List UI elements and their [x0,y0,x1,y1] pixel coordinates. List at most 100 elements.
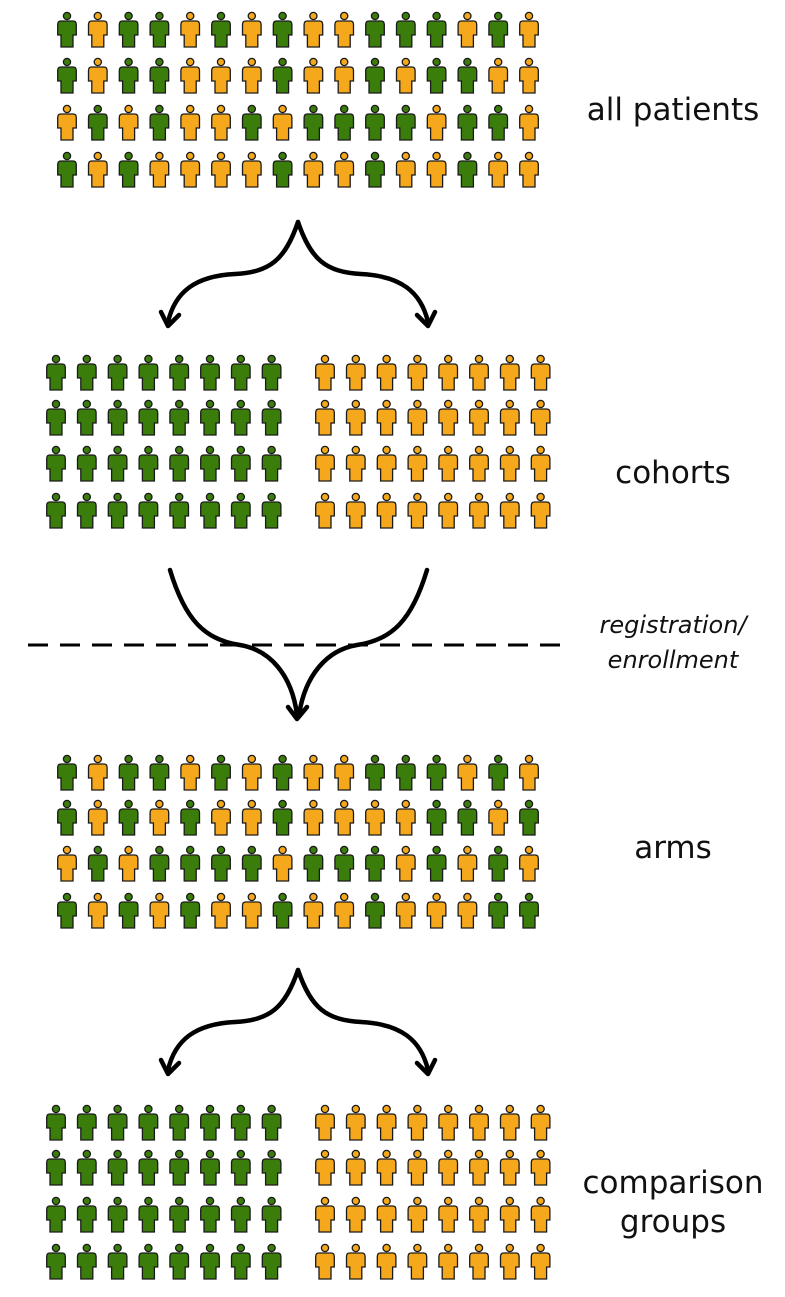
person-icon [272,57,293,94]
person-icon [395,845,416,882]
person-icon [200,1104,220,1141]
person-icon [426,892,447,929]
person-icon [303,151,324,188]
person-icon [200,492,220,529]
person-icon [426,799,447,836]
person-icon [261,1243,282,1280]
person-icon [138,354,159,391]
person-icon [488,845,509,882]
person-icon [76,445,97,482]
person-icon [365,754,385,791]
person-icon [457,57,478,94]
person-icon [365,57,385,94]
person-icon [107,1104,128,1141]
person-icon [200,354,220,391]
person-icon [365,151,385,188]
person-icon [87,11,108,48]
person-icon [376,1104,397,1141]
person-icon [345,445,366,482]
person-icon [426,104,447,141]
person-icon [519,151,539,188]
person-icon [365,845,385,882]
person-icon [365,799,385,836]
person-icon [261,492,282,529]
person-icon [107,1243,128,1280]
person-icon [57,754,77,791]
person-icon [457,104,478,141]
person-icon [395,799,416,836]
cohort-orange-grid [315,354,551,529]
person-icon [261,399,282,436]
person-icon [407,445,428,482]
person-icon [76,354,97,391]
label-arms: arms [634,830,712,866]
person-icon [519,845,539,882]
label-comparison: comparison [582,1165,763,1201]
person-icon [261,1196,282,1233]
person-icon [46,445,66,482]
person-icon [57,151,77,188]
person-icon [272,11,293,48]
person-icon [169,445,190,482]
person-icon [76,1243,97,1280]
person-icon [469,399,489,436]
person-icon [530,1149,551,1186]
person-icon [303,892,324,929]
person-icon [519,754,539,791]
comparison-orange-grid [315,1104,551,1280]
person-icon [334,57,355,94]
person-icon [519,892,539,929]
person-icon [211,104,231,141]
person-icon [180,799,201,836]
person-icon [169,1243,190,1280]
person-icon [499,1149,520,1186]
person-icon [488,11,509,48]
person-icon [303,104,324,141]
person-icon [315,354,335,391]
person-icon [488,57,509,94]
person-icon [272,104,293,141]
person-icon [315,1149,335,1186]
person-icon [107,399,128,436]
person-icon [469,354,489,391]
person-icon [261,1149,282,1186]
person-icon [530,354,551,391]
comparison-green-grid [46,1104,282,1280]
person-icon [315,1243,335,1280]
person-icon [76,1104,97,1141]
person-icon [149,845,170,882]
person-icon [57,57,77,94]
person-icon [438,399,459,436]
person-icon [46,399,66,436]
person-icon [230,399,251,436]
person-icon [230,1243,251,1280]
person-icon [395,892,416,929]
person-icon [376,399,397,436]
person-icon [211,799,231,836]
person-icon [407,1104,428,1141]
person-icon [118,57,139,94]
person-icon [180,845,201,882]
person-icon [365,11,385,48]
person-icon [87,799,108,836]
person-icon [76,399,97,436]
person-icon [149,799,170,836]
person-icon [407,354,428,391]
person-icon [376,445,397,482]
person-icon [488,799,509,836]
person-icon [519,799,539,836]
person-icon [376,1196,397,1233]
person-icon [230,445,251,482]
person-icon [376,1149,397,1186]
person-icon [211,892,231,929]
person-icon [230,1196,251,1233]
person-icon [138,1243,159,1280]
person-icon [87,151,108,188]
person-icon [438,1196,459,1233]
person-icon [530,445,551,482]
person-icon [376,492,397,529]
person-icon [303,754,324,791]
person-icon [334,845,355,882]
person-icon [149,754,170,791]
person-icon [211,845,231,882]
